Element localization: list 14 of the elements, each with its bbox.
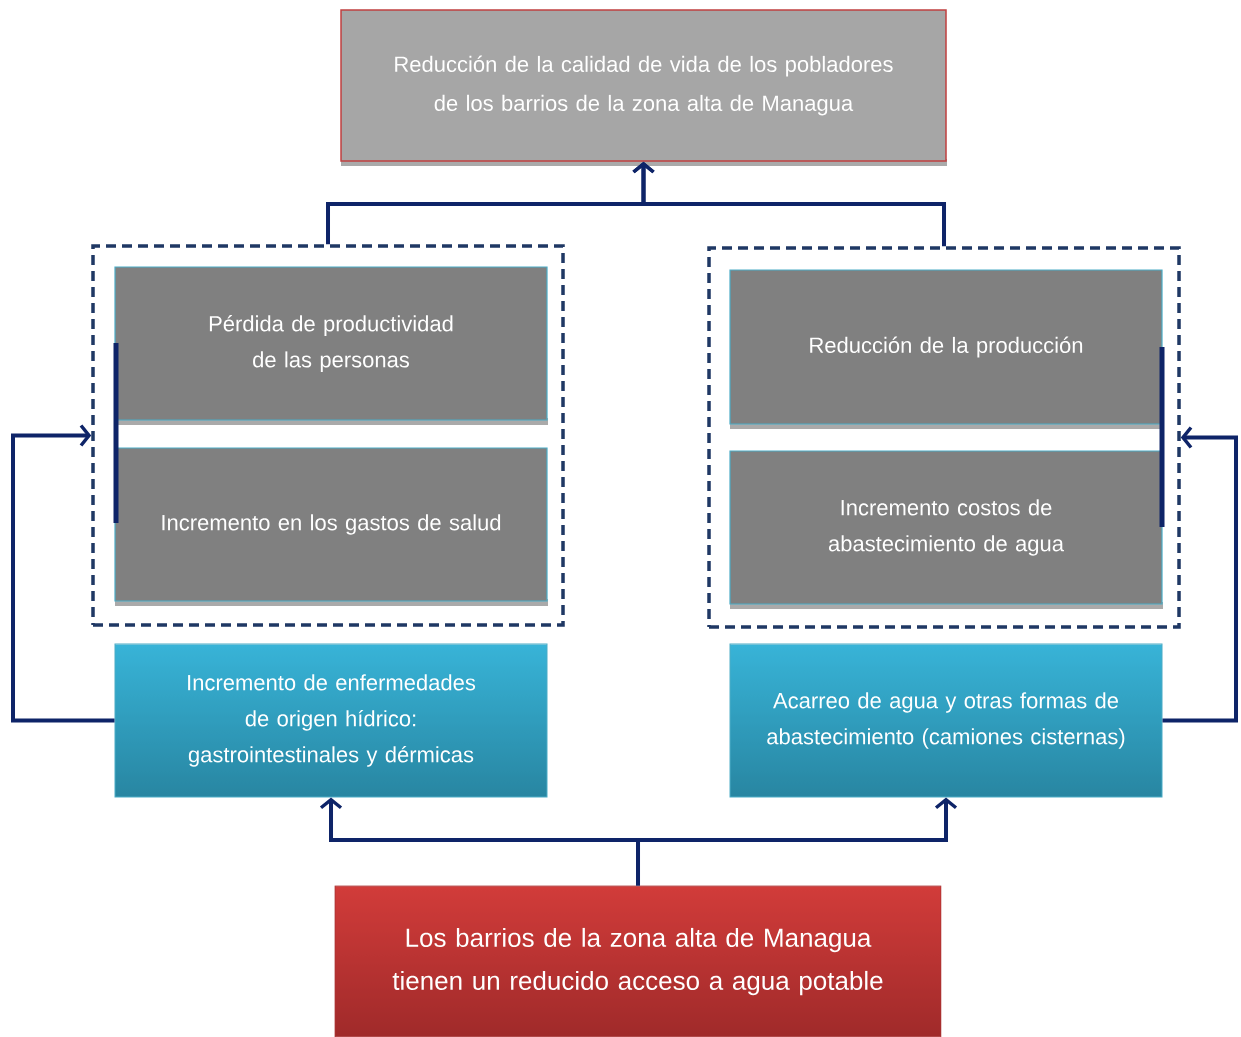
- arrow: [636, 797, 958, 886]
- cause-box: Incremento de enfermedades de origen hídrico: gastrointestinales y dérmicas: [114, 643, 548, 798]
- effect-box: Incremento en los gastos de salud: [114, 447, 548, 606]
- effect-box: Incremento costos de abastecimiento de agua: [729, 450, 1163, 609]
- cause-box: Acarreo de agua y otras formas de abastecimiento (camiones cisternas): [729, 643, 1163, 798]
- arrow: [632, 161, 946, 247]
- problem-box: Los barrios de la zona alta de Managua tienen un reducido acceso a agua potable: [334, 885, 942, 1037]
- arrow: [1162, 426, 1238, 723]
- effect-box: Reducción de la calidad de vida de los pobladores de los barrios de la zona alta de Managua: [340, 9, 947, 166]
- effect-box: Reducción de la producción: [729, 269, 1163, 429]
- effect-box: Pérdida de productividad de las personas: [114, 266, 548, 425]
- arrow: [11, 424, 115, 723]
- dashed-group-box: [91, 244, 565, 627]
- dashed-group-box: [707, 246, 1181, 629]
